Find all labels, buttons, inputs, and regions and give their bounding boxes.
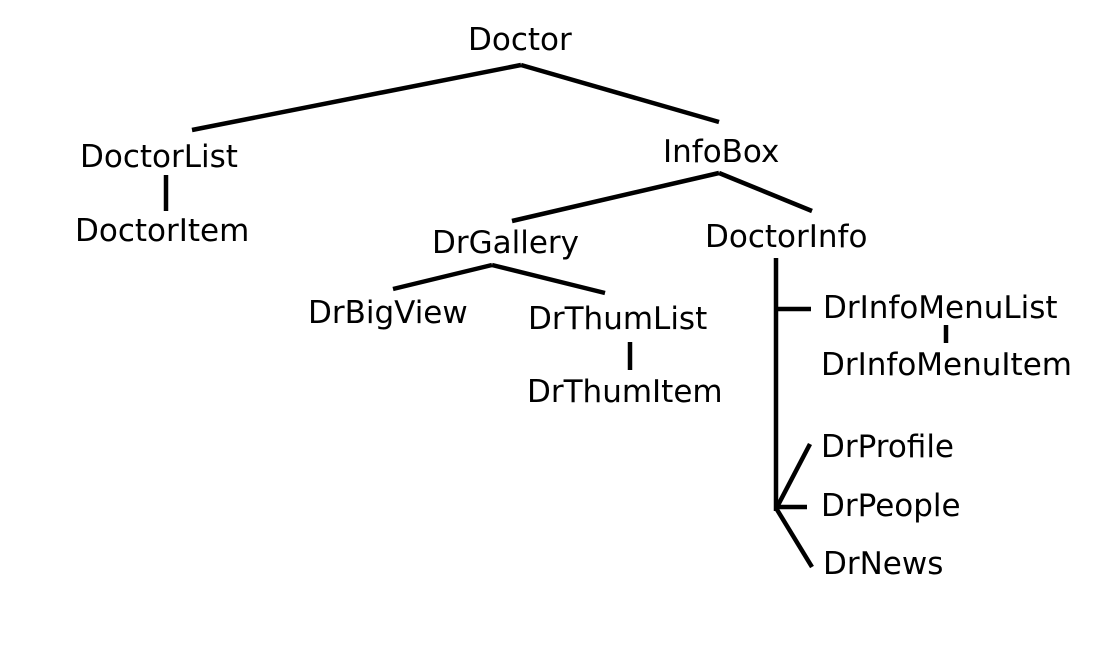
node-doctor: Doctor	[468, 22, 572, 58]
node-dr-people: DrPeople	[821, 488, 961, 524]
node-doctor-item: DoctorItem	[75, 213, 249, 249]
edge-doctor-doctorlist	[191, 62, 522, 133]
node-dr-news: DrNews	[823, 546, 943, 582]
node-doctor-list: DoctorList	[80, 139, 238, 175]
edge-drgallery-drbigview	[392, 262, 493, 292]
edge-infobox-drgallery	[511, 170, 720, 224]
node-dr-big-view: DrBigView	[308, 295, 468, 331]
edge-infobox-doctorinfo	[718, 170, 813, 214]
edge-doctorinfo-drnews	[774, 506, 814, 569]
node-doctor-info: DoctorInfo	[705, 219, 867, 255]
node-dr-profile: DrProfile	[821, 429, 954, 465]
edge-drgallery-drthumlist	[491, 262, 606, 296]
node-dr-info-menu-item: DrInfoMenuItem	[821, 347, 1072, 383]
edge-doctorinfo-drprofile	[774, 442, 812, 511]
node-dr-info-menu-list: DrInfoMenuList	[823, 290, 1058, 326]
node-dr-thum-list: DrThumList	[528, 301, 707, 337]
node-dr-thum-item: DrThumItem	[527, 374, 723, 410]
node-info-box: InfoBox	[663, 134, 779, 170]
tree-nodes: Doctor DoctorList DoctorItem InfoBox DrG…	[75, 22, 1072, 582]
node-dr-gallery: DrGallery	[432, 225, 579, 261]
tree-edges	[163, 62, 949, 569]
edge-doctor-infobox	[520, 62, 720, 125]
